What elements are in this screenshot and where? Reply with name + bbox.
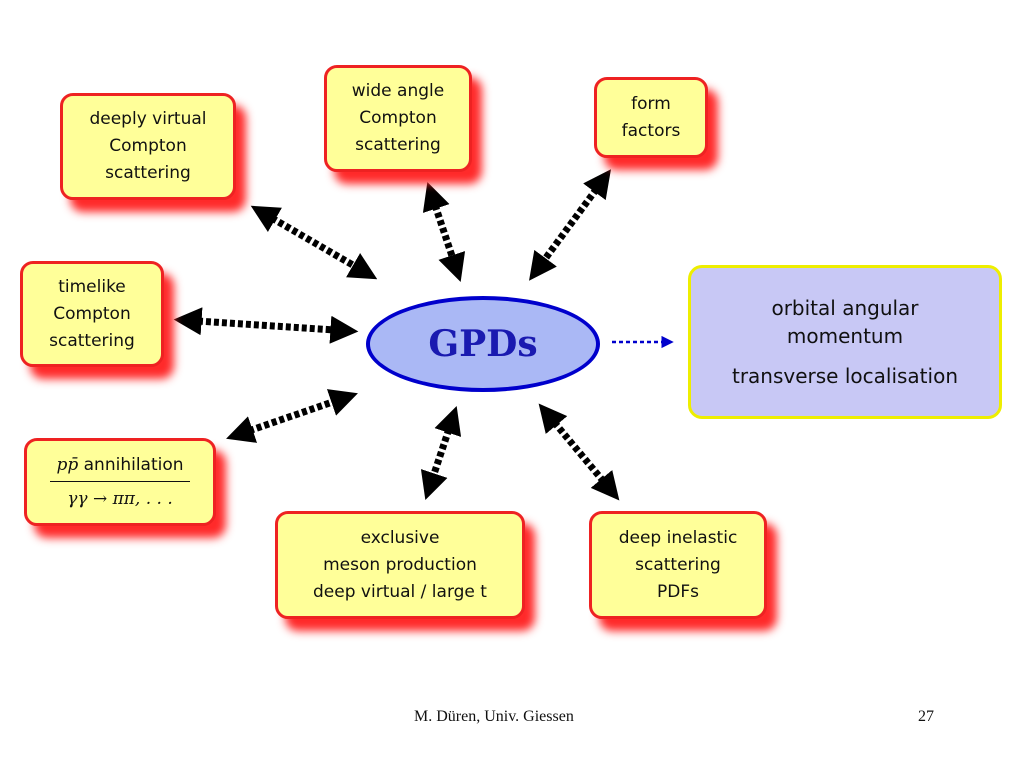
node-dis: deep inelastic scattering PDFs bbox=[589, 511, 767, 619]
node-form-factors-line2: factors bbox=[621, 120, 681, 141]
center-gpds: GPDs bbox=[366, 296, 600, 392]
node-exclusive-meson-line3: deep virtual / large t bbox=[313, 581, 487, 602]
node-form-factors-line1: form bbox=[631, 93, 671, 114]
node-wacs-line3: scattering bbox=[355, 135, 441, 155]
arrow-form-factors bbox=[529, 169, 611, 281]
annihilation-math: pp̄ bbox=[56, 454, 79, 475]
node-annihilation: pp̄ annihilation γγ → ππ, . . . bbox=[24, 438, 216, 526]
node-dvcs-line1: deeply virtual bbox=[89, 109, 207, 129]
node-exclusive-meson: exclusive meson production deep virtual … bbox=[275, 511, 525, 619]
node-dis-line1: deep inelastic bbox=[618, 527, 738, 548]
result-box: orbital angular momentum transverse loca… bbox=[688, 265, 1002, 419]
node-dis-line3: PDFs bbox=[657, 581, 699, 602]
annihilation-line1: pp̄ annihilation bbox=[50, 452, 190, 482]
result-line1: orbital angular bbox=[771, 296, 919, 320]
footer-page-number: 27 bbox=[918, 708, 934, 725]
result-line2: momentum bbox=[786, 324, 904, 348]
center-label: GPDs bbox=[428, 323, 538, 365]
node-dis-line2: scattering bbox=[635, 554, 721, 575]
arrow-wacs bbox=[422, 182, 466, 282]
node-tcs-line3: scattering bbox=[49, 330, 135, 351]
annihilation-line2: γγ → ππ, . . . bbox=[67, 488, 173, 509]
arrow-dis bbox=[538, 403, 620, 501]
node-exclusive-meson-line2: meson production bbox=[323, 554, 477, 575]
node-tcs-line2: Compton bbox=[53, 303, 131, 324]
node-dvcs-line3: scattering bbox=[105, 163, 191, 183]
node-exclusive-meson-line1: exclusive bbox=[360, 527, 440, 548]
annihilation-text: annihilation bbox=[78, 454, 184, 475]
arrow-tcs bbox=[173, 307, 359, 344]
node-dvcs-line2: Compton bbox=[109, 136, 187, 156]
node-wacs-line2: Compton bbox=[359, 108, 437, 128]
arrow-dvcs bbox=[250, 205, 378, 280]
node-dvcs: deeply virtual Compton scattering bbox=[60, 93, 236, 200]
arrow-exclusive-meson bbox=[420, 406, 462, 500]
node-tcs: timelike Compton scattering bbox=[20, 261, 164, 367]
arrow-annihilation bbox=[226, 389, 358, 443]
result-line3: transverse localisation bbox=[731, 364, 958, 388]
node-wacs: wide angle Compton scattering bbox=[324, 65, 472, 172]
node-form-factors: form factors bbox=[594, 77, 708, 158]
footer-author: M. Düren, Univ. Giessen bbox=[414, 708, 574, 725]
node-wacs-line1: wide angle bbox=[351, 81, 445, 101]
node-tcs-line1: timelike bbox=[58, 276, 126, 297]
